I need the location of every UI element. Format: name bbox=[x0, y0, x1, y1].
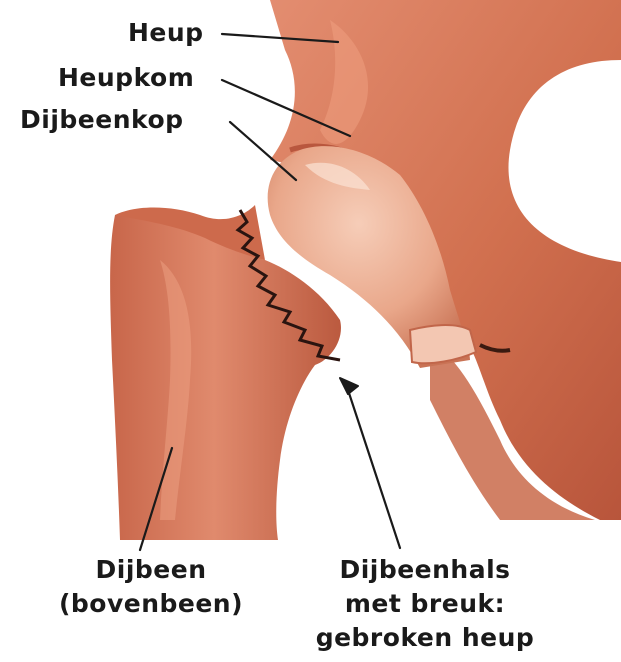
label-dijbeenkop: Dijbeenkop bbox=[20, 105, 184, 135]
label-dijbeen: Dijbeen (bovenbeen) bbox=[26, 553, 276, 621]
femur-shaft-shape bbox=[110, 214, 341, 540]
label-dijbeenhals-line-1: Dijbeenhals bbox=[270, 553, 580, 587]
label-dijbeenhals-line-3: gebroken heup bbox=[270, 621, 580, 655]
label-heupkom: Heupkom bbox=[58, 63, 194, 93]
label-dijbeenhals-line-2: met breuk: bbox=[270, 587, 580, 621]
leader-dijbeenhals bbox=[348, 390, 400, 548]
label-dijbeen-line-2: (bovenbeen) bbox=[26, 587, 276, 621]
label-dijbeenhals: Dijbeenhals met breuk: gebroken heup bbox=[270, 553, 580, 655]
label-dijbeen-line-1: Dijbeen bbox=[26, 553, 276, 587]
label-heup: Heup bbox=[128, 18, 204, 48]
arrowhead-icon bbox=[340, 378, 358, 394]
